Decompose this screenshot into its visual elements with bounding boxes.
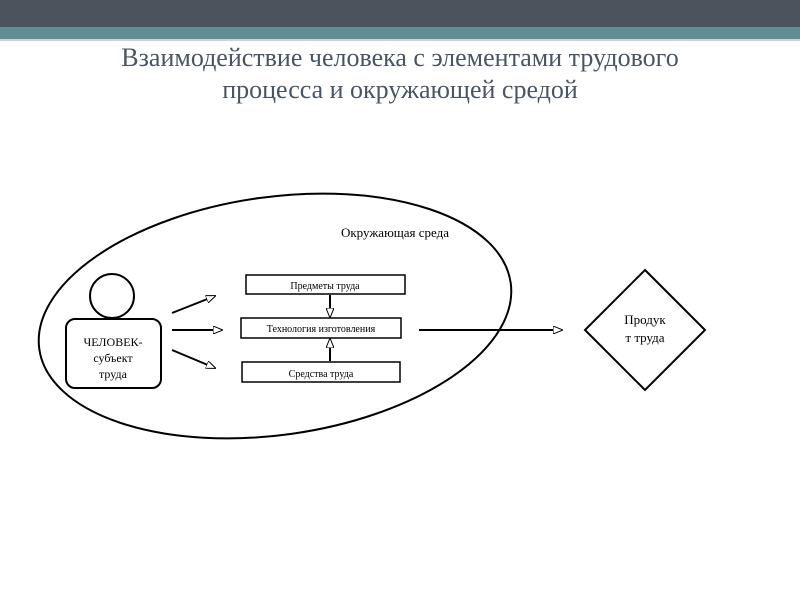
product-label-line-1: Продук xyxy=(624,312,666,327)
means-of-labor-label: Средства труда xyxy=(289,369,354,380)
technology-label: Технология изготовления xyxy=(267,324,376,335)
product-label-line-2: т труда xyxy=(625,330,664,345)
slide-header-stripe xyxy=(0,39,800,41)
slide-header-accent xyxy=(0,27,800,39)
person-box xyxy=(65,318,162,389)
slide-title-line-2: процесса и окружающей средой xyxy=(222,75,578,104)
objects-of-labor-box xyxy=(245,274,406,295)
technology-box xyxy=(240,317,402,339)
arrow-person-to-means xyxy=(171,349,215,369)
person-label-line-1: ЧЕЛОВЕК- xyxy=(83,335,142,349)
environment-label: Окружающая среда xyxy=(341,225,449,240)
objects-of-labor-label: Предметы труда xyxy=(290,281,360,292)
arrow-person-to-objects xyxy=(171,295,215,314)
means-of-labor-box xyxy=(241,361,401,383)
slide-title-line-1: Взаимодействие человека с элементами тру… xyxy=(121,43,679,72)
person-label-line-2: субъект xyxy=(93,351,133,365)
slide-title: Взаимодействие человека с элементами тру… xyxy=(20,42,780,106)
environment-ellipse xyxy=(37,192,513,440)
person-label-line-3: труда xyxy=(99,367,128,381)
slide-header-bar xyxy=(0,0,800,27)
person-head xyxy=(89,273,135,319)
product-diamond xyxy=(583,268,707,392)
